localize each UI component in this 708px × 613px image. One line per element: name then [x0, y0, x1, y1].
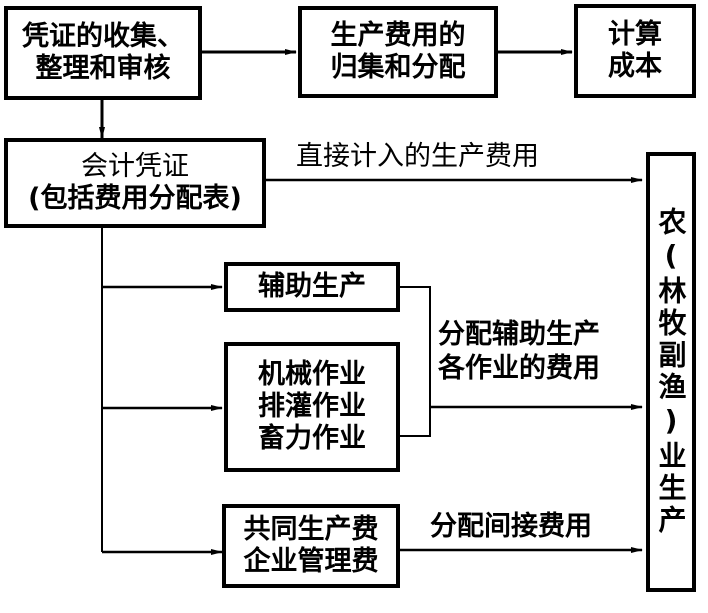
node-line: 排灌作业	[258, 391, 366, 423]
node-compute-cost: 计算 成本	[574, 4, 696, 98]
node-line: 共同生产费	[243, 514, 379, 546]
node-line: 生产费用的	[330, 20, 466, 52]
edge-label-allocate-auxiliary: 分配辅助生产 各作业的费用	[438, 318, 600, 386]
node-auxiliary-production: 辅助生产	[224, 262, 400, 312]
node-line: 机械作业	[258, 359, 366, 391]
node-line: 凭证的收集、	[22, 21, 184, 53]
node-voucher-collection: 凭证的收集、 整理和审核	[4, 6, 202, 100]
node-line: 企业管理费	[243, 546, 379, 577]
node-line: 辅助生产	[258, 271, 366, 303]
node-line: 畜力作业	[258, 422, 366, 454]
edge-label-direct-costs: 直接计入的生产费用	[296, 141, 539, 172]
bracket-auxiliary-operations	[400, 286, 431, 437]
edge-label-allocate-indirect: 分配间接费用	[430, 511, 592, 542]
node-line: 会计凭证	[81, 151, 189, 183]
node-line: (包括费用分配表)	[28, 183, 242, 214]
node-operations: 机械作业 排灌作业 畜力作业	[224, 342, 400, 472]
node-agri-production: 农(林牧副渔)业生产	[646, 152, 696, 592]
node-line: 计算	[608, 19, 662, 51]
node-cost-collection: 生产费用的 归集和分配	[298, 6, 498, 98]
node-line: 归集和分配	[330, 52, 466, 83]
node-line: 整理和审核	[35, 53, 171, 84]
edge-label-line: 各作业的费用	[438, 352, 600, 384]
edge-label-line: 分配辅助生产	[438, 319, 600, 350]
node-line: 成本	[608, 51, 662, 82]
node-accounting-voucher: 会计凭证 (包括费用分配表)	[4, 138, 266, 228]
node-overhead: 共同生产费 企业管理费	[222, 504, 400, 588]
